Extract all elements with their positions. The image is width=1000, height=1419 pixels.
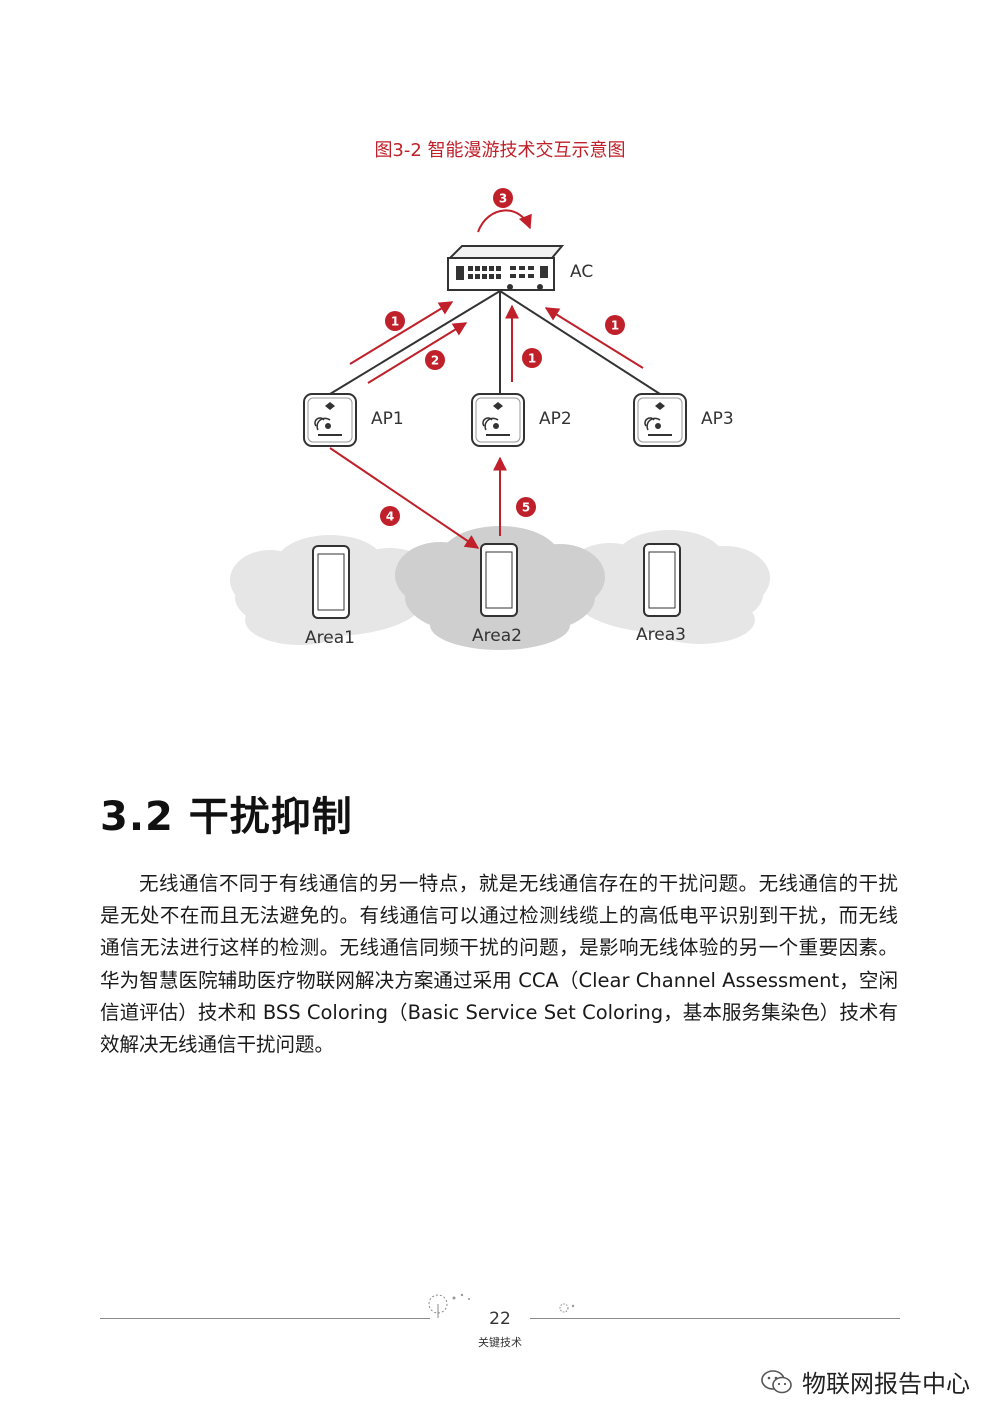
figure-caption: 图3-2 智能漫游技术交互示意图 — [374, 140, 626, 161]
dandelion-icon — [428, 1293, 470, 1318]
step-badge-3: 3 — [493, 188, 513, 208]
step-badge-1c: 1 — [605, 315, 625, 335]
ap1-label: AP1 — [371, 409, 404, 429]
roaming-diagram: 1 2 1 1 3 4 5 AC — [230, 188, 770, 650]
ac-switch-icon — [447, 245, 565, 291]
step-badge-4: 4 — [380, 506, 400, 526]
footer-rule-left — [100, 1318, 430, 1319]
link-ac-ap1 — [329, 290, 501, 395]
footer-rule-right — [530, 1318, 900, 1319]
ac-label: AC — [570, 262, 593, 282]
phone-area1-icon — [312, 545, 350, 619]
step-badge-1a: 1 — [385, 311, 405, 331]
phone-area2-icon — [480, 543, 518, 617]
area3-label: Area3 — [636, 625, 686, 645]
link-ac-ap3 — [499, 290, 661, 395]
ap3-access-point-icon — [633, 393, 687, 447]
arrow-step2-ap1 — [367, 322, 468, 384]
arrow-step1-ap1 — [349, 301, 454, 365]
step-badge-1b: 1 — [522, 348, 542, 368]
ap2-label: AP2 — [539, 409, 572, 429]
step-badge-2: 2 — [425, 350, 445, 370]
arrow-step1-ap3 — [544, 307, 644, 369]
svg-text:1: 1 — [611, 319, 619, 333]
footer-section-name: 关键技术 — [478, 1336, 522, 1349]
ap1-access-point-icon — [303, 393, 357, 447]
body-paragraph: 无线通信不同于有线通信的另一特点，就是无线通信存在的干扰问题。无线通信的干扰是无… — [100, 872, 898, 1057]
watermark: 物联网报告中心 — [760, 1364, 970, 1399]
svg-text:4: 4 — [386, 510, 394, 524]
svg-text:5: 5 — [522, 501, 530, 515]
page-number: 22 — [489, 1309, 511, 1329]
area1-label: Area1 — [305, 628, 355, 648]
section-heading: 3.2 干扰抑制 — [100, 794, 353, 840]
svg-text:1: 1 — [391, 315, 399, 329]
seed-icon — [559, 1303, 575, 1313]
watermark-text: 物联网报告中心 — [802, 1370, 970, 1398]
phone-area3-icon — [643, 543, 681, 617]
wechat-icon — [761, 1369, 792, 1393]
arrow-step3-loop — [477, 209, 532, 233]
ap3-label: AP3 — [701, 409, 734, 429]
area2-label: Area2 — [472, 626, 522, 646]
arrow-step4 — [329, 447, 480, 549]
svg-text:1: 1 — [528, 352, 536, 366]
svg-text:3: 3 — [499, 192, 507, 206]
ap2-access-point-icon — [471, 393, 525, 447]
svg-text:2: 2 — [431, 354, 439, 368]
step-badge-5: 5 — [516, 497, 536, 517]
